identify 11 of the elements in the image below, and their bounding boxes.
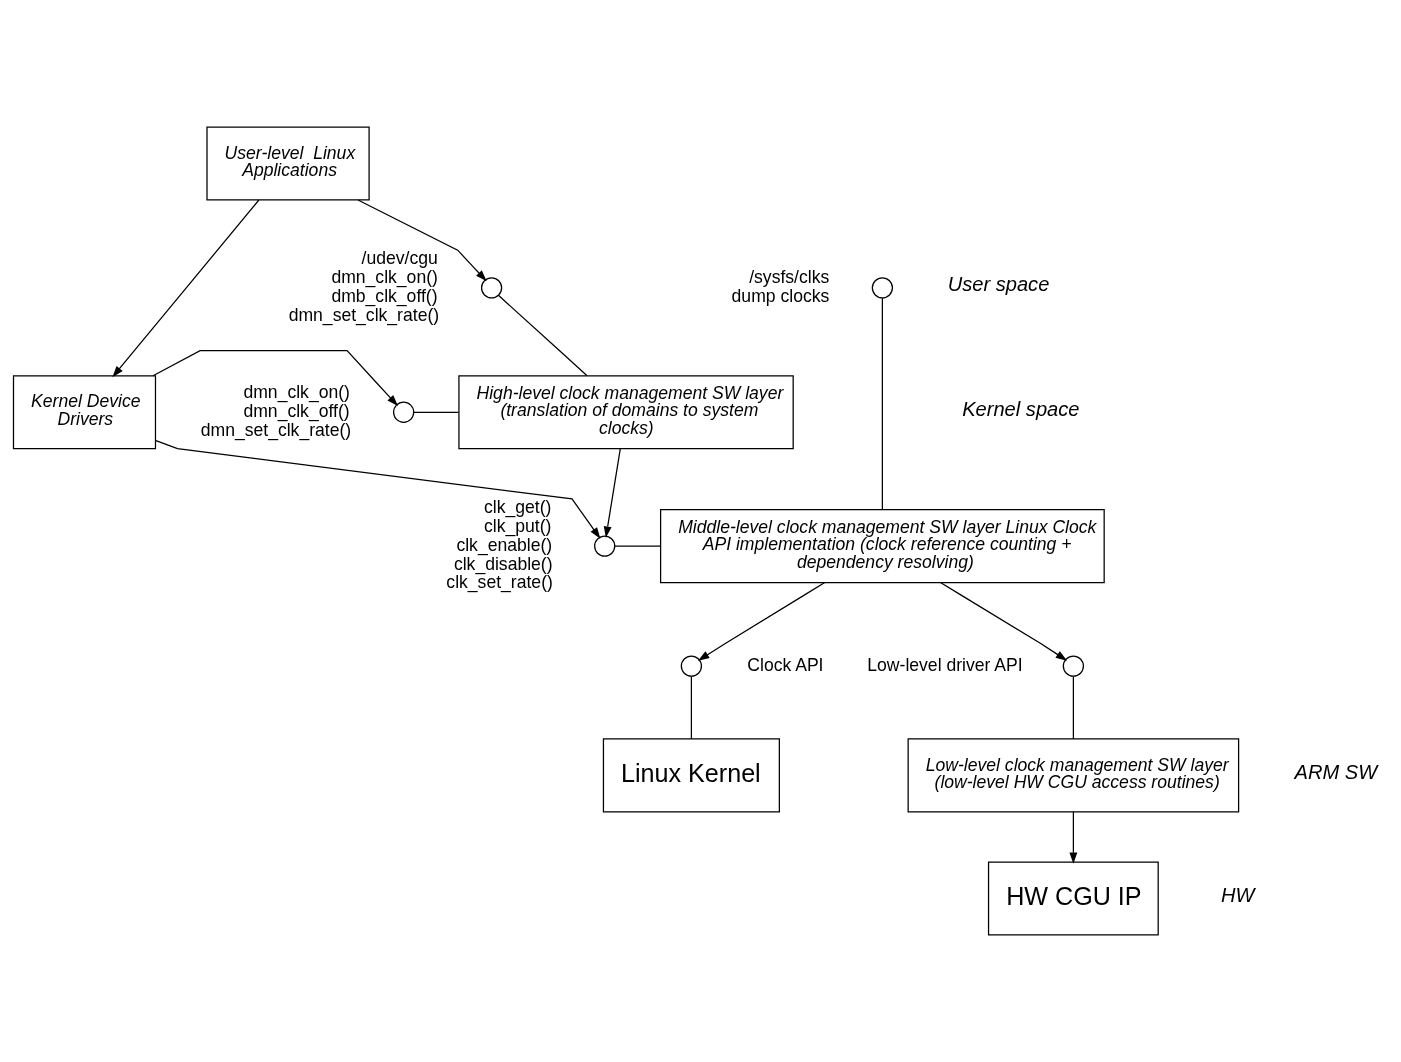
label: Kernel space — [962, 397, 1080, 420]
node-label: clk_get() — [484, 497, 552, 518]
label: User space — [947, 273, 1050, 296]
node-label: dmn_clk_on() — [243, 382, 350, 403]
node-label: Low-level driver API — [867, 654, 1023, 675]
node-label: Clock API — [747, 654, 824, 675]
node-label: /udev/cgu — [361, 248, 438, 269]
node-label: /sysfs/clks — [749, 267, 830, 288]
label: HW — [1221, 884, 1255, 907]
node-label: dmn_clk_on() — [331, 267, 438, 288]
label: ARM SW — [1294, 760, 1378, 783]
